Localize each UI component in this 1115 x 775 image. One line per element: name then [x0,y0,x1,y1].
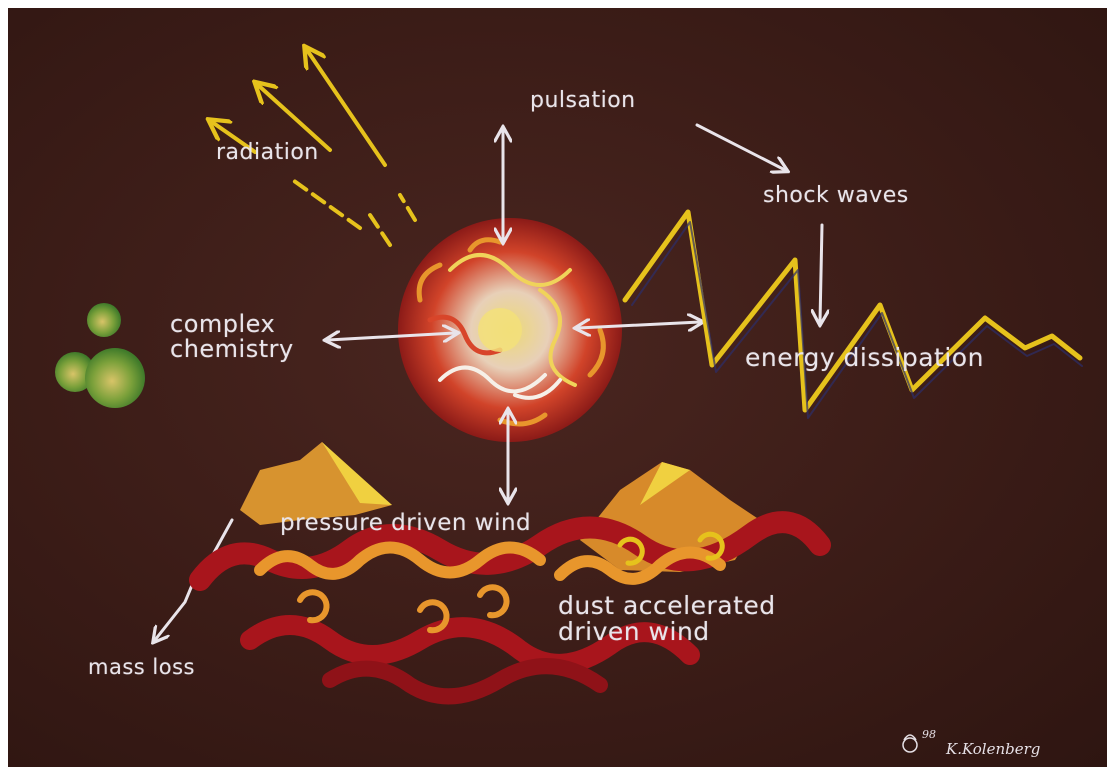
dust-accelerated-driven-wind-label: dust accelerated driven wind [558,593,776,646]
shock-waves-arrow [697,125,785,170]
energy-dissipation-label: energy dissipation [745,343,984,372]
chemistry-molecules [55,303,145,408]
shock-to-energy-arrow [820,225,822,322]
signature-artist: K.Kolenberg [946,740,1040,758]
mass-loss-label: mass loss [88,655,195,679]
signature-symbol [903,735,917,752]
complex-chemistry-label: complex chemistry [170,312,294,362]
pulsation-label: pulsation [530,88,636,113]
pressure-driven-wind-label: pressure driven wind [280,510,531,536]
shock-wave-zigzag [625,212,1082,418]
radiation-dash-2 [370,215,390,245]
shock-waves-label: shock waves [763,183,909,208]
signature-year: 98 [922,728,936,741]
radiation-dash-3 [290,178,360,228]
radiation-dash-1 [400,195,415,220]
radiation-label: radiation [216,140,319,165]
star-core [398,218,622,442]
